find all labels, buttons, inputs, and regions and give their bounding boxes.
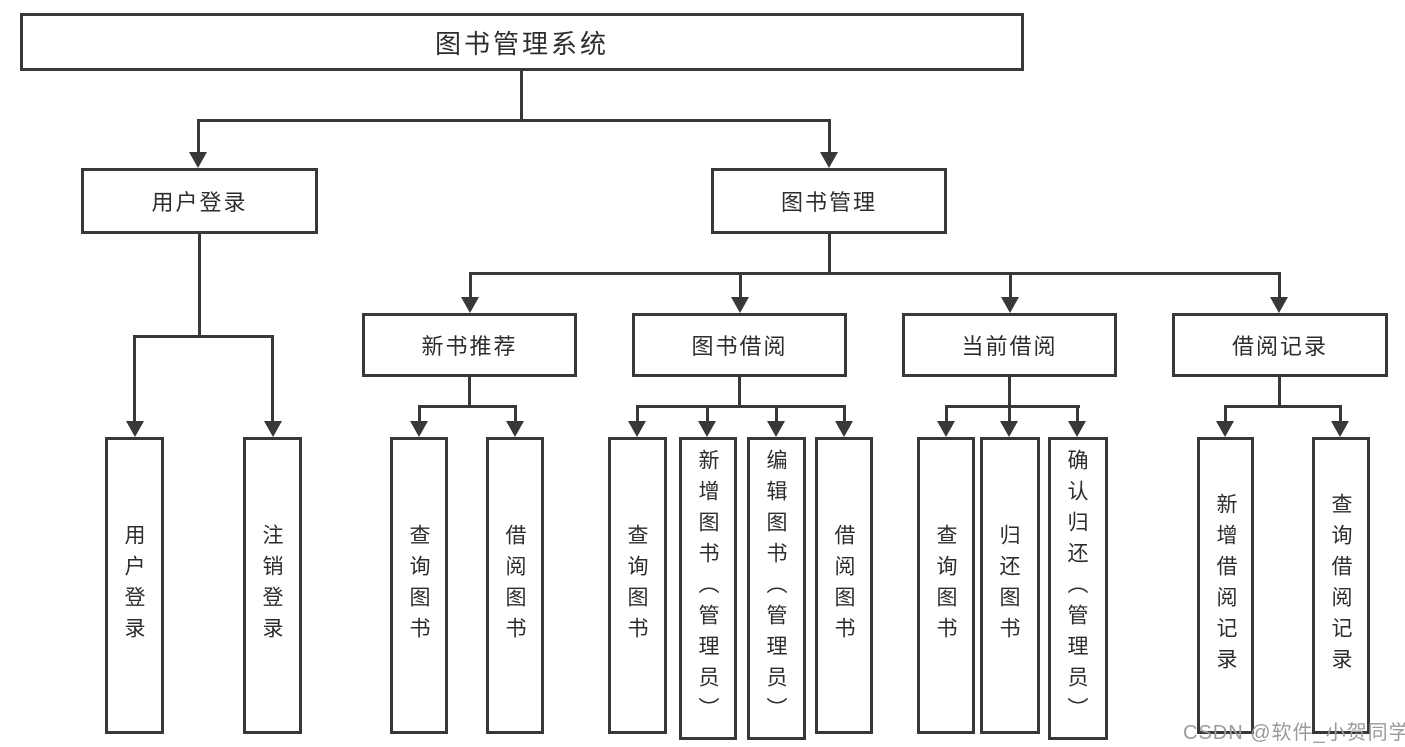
connector-vline (828, 119, 831, 154)
leaf-node-return-books: 归还图书 (980, 437, 1040, 734)
leaf-node-add-borrow-record: 新增借阅记录 (1197, 437, 1254, 734)
arrow-down-icon (820, 152, 838, 168)
connector-vline (945, 405, 948, 423)
arrow-down-icon (698, 421, 716, 437)
connector-hline (418, 405, 517, 408)
connector-vline (828, 234, 831, 275)
connector-hline (469, 272, 1280, 275)
connector-vline (1076, 405, 1079, 423)
connector-vline (520, 71, 523, 122)
connector-vline (843, 405, 846, 423)
level2-node-book-management: 图书管理 (711, 168, 947, 234)
connector-vline (1339, 405, 1342, 423)
connector-vline (1009, 272, 1012, 299)
arrow-down-icon (461, 297, 479, 313)
arrow-down-icon (1216, 421, 1234, 437)
arrow-down-icon (1001, 297, 1019, 313)
connector-hline (945, 405, 1080, 408)
arrow-down-icon (189, 152, 207, 168)
connector-vline (1008, 377, 1011, 408)
connector-vline (514, 405, 517, 423)
arrow-down-icon (835, 421, 853, 437)
arrow-down-icon (1000, 421, 1018, 437)
arrow-down-icon (410, 421, 428, 437)
watermark-text: CSDN @软件_小贺同学 (1183, 722, 1405, 744)
connector-vline (739, 272, 742, 299)
connector-vline (133, 335, 136, 421)
arrow-down-icon (937, 421, 955, 437)
level3-node-borrow-records: 借阅记录 (1172, 313, 1388, 377)
leaf-node-edit-books-admin: 编辑图书（管理员） (747, 437, 806, 740)
connector-hline (133, 335, 274, 338)
arrow-down-icon (1331, 421, 1349, 437)
connector-vline (469, 272, 472, 299)
arrow-down-icon (767, 421, 785, 437)
connector-vline (775, 405, 778, 423)
arrow-down-icon (1270, 297, 1288, 313)
connector-vline (468, 377, 471, 408)
level3-node-current-borrow: 当前借阅 (902, 313, 1117, 377)
leaf-node-borrow-books: 借阅图书 (486, 437, 544, 734)
leaf-node-borrow-books: 借阅图书 (815, 437, 873, 734)
level3-node-book-borrow: 图书借阅 (632, 313, 847, 377)
connector-vline (706, 405, 709, 423)
connector-vline (271, 335, 274, 421)
connector-vline (197, 119, 200, 154)
arrow-down-icon (506, 421, 524, 437)
arrow-down-icon (126, 421, 144, 437)
connector-vline (1008, 405, 1011, 423)
connector-vline (636, 405, 639, 423)
leaf-node-query-borrow-record: 查询借阅记录 (1312, 437, 1370, 734)
leaf-node-user-login: 用户登录 (105, 437, 164, 734)
connector-vline (1278, 272, 1281, 299)
leaf-node-confirm-return-admin: 确认归还（管理员） (1048, 437, 1108, 740)
connector-vline (738, 377, 741, 408)
leaf-node-query-books: 查询图书 (390, 437, 448, 734)
connector-vline (418, 405, 421, 423)
leaf-node-query-books: 查询图书 (917, 437, 975, 734)
connector-vline (198, 234, 201, 338)
level2-node-user-login: 用户登录 (81, 168, 318, 234)
root-node-library-system: 图书管理系统 (20, 13, 1024, 71)
connector-vline (1224, 405, 1227, 423)
level3-node-new-book-recommend: 新书推荐 (362, 313, 577, 377)
arrow-down-icon (731, 297, 749, 313)
connector-hline (1224, 405, 1342, 408)
leaf-node-logout: 注销登录 (243, 437, 302, 734)
leaf-node-add-books-admin: 新增图书（管理员） (679, 437, 737, 740)
leaf-node-query-books: 查询图书 (608, 437, 667, 734)
arrow-down-icon (628, 421, 646, 437)
connector-vline (1278, 377, 1281, 408)
arrow-down-icon (1068, 421, 1086, 437)
connector-hline (197, 119, 831, 122)
connector-hline (636, 405, 845, 408)
arrow-down-icon (264, 421, 282, 437)
